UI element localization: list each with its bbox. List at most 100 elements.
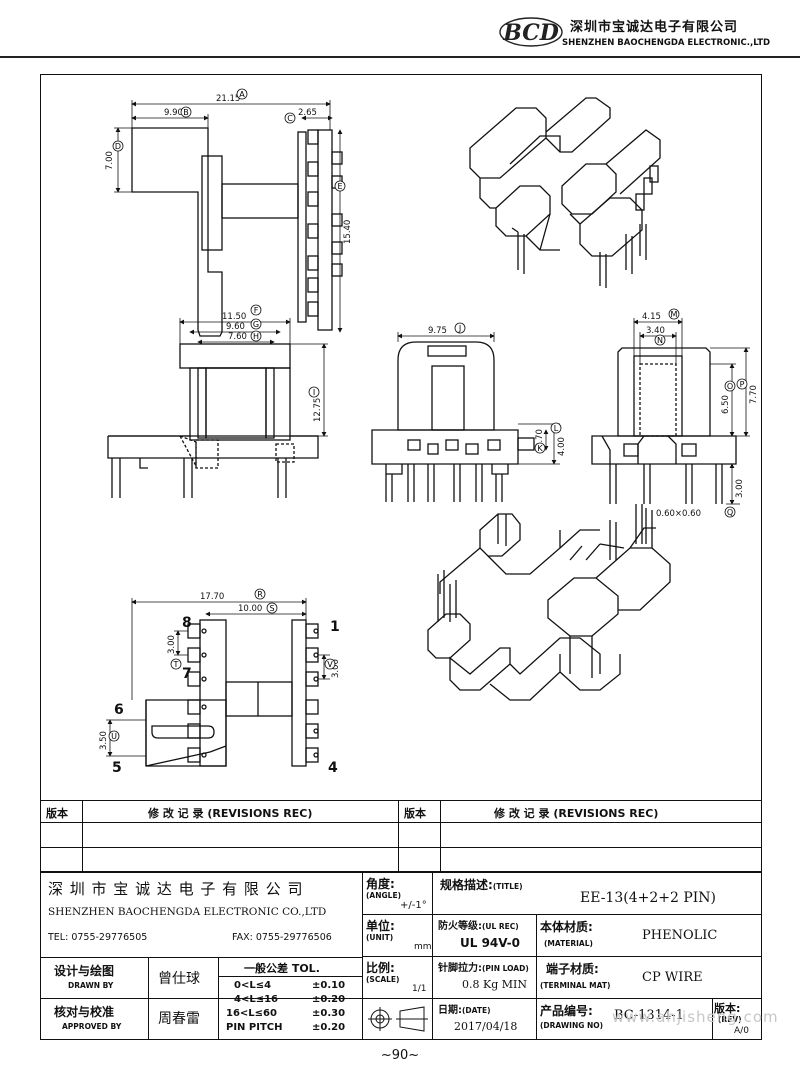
terminal-value: CP WIRE <box>642 970 703 985</box>
svg-text:O: O <box>727 382 733 391</box>
svg-text:V: V <box>327 660 333 669</box>
dim-s-value: 10.00 <box>238 604 262 614</box>
svg-text:N: N <box>657 336 663 345</box>
company-name-en: SHENZHEN BAOCHENGDA ELECTRONIC.,LTD <box>562 38 771 48</box>
balloon-s: S <box>266 602 278 614</box>
tol-value: ±0.30 <box>312 1008 346 1019</box>
title-value: EE-13(4+2+2 PIN) <box>580 890 717 906</box>
rev-value: A/0 <box>734 1026 749 1036</box>
angle-value: +/-1° <box>400 900 427 911</box>
balloon-d: D <box>112 140 124 152</box>
rev-label: 版本: <box>714 1002 741 1015</box>
rev-rec-header-1: 修 改 记 录 (REVISIONS REC) <box>148 807 313 820</box>
dim-o-value: 6.50 <box>721 395 731 414</box>
dim-j-value: 9.75 <box>428 326 447 336</box>
pin-number-5: 5 <box>112 760 122 776</box>
svg-text:J: J <box>458 324 461 333</box>
top-view <box>131 127 343 337</box>
dim-p-value: 7.70 <box>749 385 759 404</box>
tol-value: ±0.10 <box>312 980 346 991</box>
header-rule <box>0 56 800 58</box>
drawn-by-label-en: DRAWN BY <box>68 981 114 990</box>
dim-i-value: 12.75 <box>313 398 323 422</box>
svg-text:C: C <box>287 114 293 123</box>
drawn-by-label: 设计与绘图 <box>54 964 115 978</box>
title-label: 规格描述:(TITLE) <box>440 878 523 892</box>
rev-rec-header-2: 修 改 记 录 (REVISIONS REC) <box>494 807 659 820</box>
date-value: 2017/04/18 <box>454 1020 518 1033</box>
pin-load-label: 针脚拉力:(PIN LOAD) <box>438 963 529 974</box>
dim-n-value: 3.40 <box>646 326 665 336</box>
material-value: PHENOLIC <box>642 928 718 943</box>
dim-r-value: 17.70 <box>200 592 224 602</box>
end-view <box>591 347 737 504</box>
svg-text:U: U <box>111 732 117 741</box>
svg-text:G: G <box>253 320 259 329</box>
drawing-no-value: BC-1314-1 <box>614 1008 684 1023</box>
tol-range: 0<L≤4 <box>234 980 272 991</box>
unit-label-en: (UNIT) <box>366 933 394 942</box>
svg-text:S: S <box>269 604 274 613</box>
svg-text:F: F <box>254 306 259 315</box>
company-name-zh: 深圳市宝诚达电子有限公司 <box>570 20 739 35</box>
title-company-zh: 深 圳 市 宝 诚 达 电 子 有 限 公 司 <box>48 880 304 898</box>
dim-t-value: 3.00 <box>167 635 177 654</box>
date-label: 日期:(DATE) <box>438 1005 491 1016</box>
dim-l-value: 4.00 <box>557 437 567 456</box>
dim-h-value: 7.60 <box>228 332 247 342</box>
scale-label: 比例: <box>366 961 395 975</box>
projection-symbol <box>362 999 432 1043</box>
material-label: 本体材质: <box>540 920 593 934</box>
logo-text: BCD <box>502 20 559 46</box>
title-company-en: SHENZHEN BAOCHENGDA ELECTRONIC CO.,LTD <box>48 906 327 918</box>
dim-m-value: 4.15 <box>642 312 661 322</box>
dim-u-value: 3.50 <box>99 731 109 750</box>
tolerance-title: 一般公差 TOL. <box>244 962 320 975</box>
svg-text:M: M <box>671 310 678 319</box>
pin-number-8: 8 <box>182 615 192 631</box>
balloon-h: H <box>250 330 262 342</box>
material-label-en: (MATERIAL) <box>544 939 593 948</box>
ul-label: 防火等级:(UL REC) <box>438 921 519 932</box>
svg-text:L: L <box>554 424 559 433</box>
drawing-no-label: 产品编号: <box>540 1004 593 1018</box>
side-view <box>371 341 535 502</box>
dim-f-value: 11.50 <box>222 312 246 322</box>
tel-number: TEL: 0755-29776505 <box>48 932 148 943</box>
tol-range: 4<L≤16 <box>234 994 279 1005</box>
unit-label: 单位: <box>366 919 395 933</box>
drawn-by-name: 曾仕球 <box>158 971 200 987</box>
pin-number-6: 6 <box>114 702 124 718</box>
svg-text:I: I <box>313 388 315 397</box>
balloon-u: U <box>108 730 120 742</box>
revisions-table <box>40 800 762 872</box>
balloon-q: Q <box>724 506 736 518</box>
balloon-f: F <box>250 304 262 316</box>
svg-text:H: H <box>253 332 259 341</box>
balloon-p: P <box>736 378 748 390</box>
iso-view-2 <box>427 504 671 701</box>
tol-value: ±0.20 <box>312 1022 346 1033</box>
dim-a-value: 21.15 <box>216 94 240 104</box>
watermark-text: www.ahjisheng.com <box>612 1008 779 1026</box>
balloon-l: L <box>550 422 562 434</box>
dim-v-value: 3.00 <box>331 659 341 678</box>
dim-c-value: 2.65 <box>298 108 317 118</box>
dim-e-value: 15.40 <box>343 220 353 244</box>
svg-text:A: A <box>239 90 245 99</box>
tol-range: PIN PITCH <box>226 1022 283 1033</box>
tol-value: ±0.20 <box>312 994 346 1005</box>
scale-value: 1/1 <box>412 984 427 994</box>
drawing-no-label-en: (DRAWING NO) <box>540 1021 604 1030</box>
balloon-o: O <box>724 380 736 392</box>
approved-by-label: 核对与校准 <box>54 1005 115 1019</box>
balloon-g: G <box>250 318 262 330</box>
approved-by-label-en: APPROVED BY <box>62 1022 122 1031</box>
tol-range: 16<L≤60 <box>226 1008 277 1019</box>
svg-text:B: B <box>183 108 189 117</box>
dim-k-value: 2.70 <box>535 429 545 448</box>
svg-text:K: K <box>537 444 543 453</box>
terminal-label: 端子材质: <box>546 962 599 976</box>
svg-text:Q: Q <box>727 508 733 517</box>
dim-b-value: 9.90 <box>164 108 183 118</box>
